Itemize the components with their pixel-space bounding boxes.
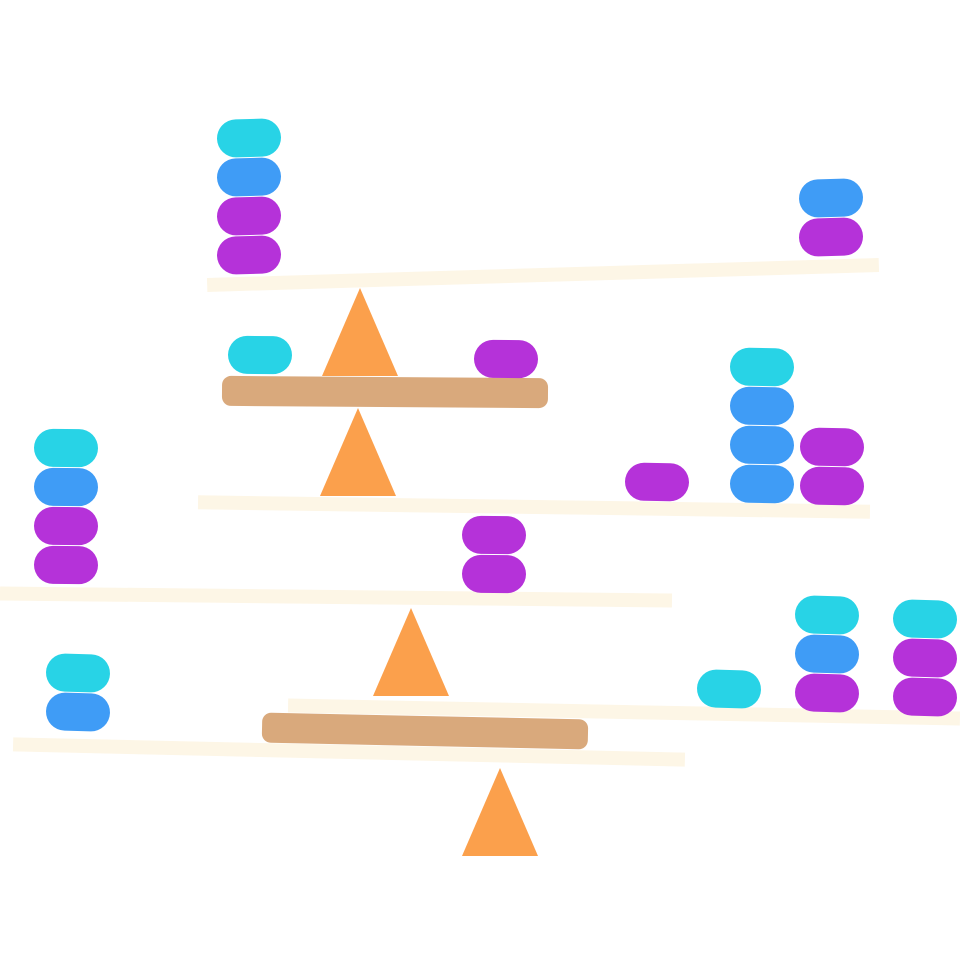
block-cyan[interactable]	[892, 599, 958, 639]
block-cyan[interactable]	[794, 595, 860, 635]
fulcrum-3-triangle	[373, 608, 449, 696]
block-purple[interactable]	[892, 677, 958, 717]
block-blue[interactable]	[794, 634, 860, 674]
block-purple[interactable]	[794, 673, 860, 713]
block-cyan[interactable]	[696, 669, 762, 709]
fulcrum-4-triangle	[462, 768, 538, 856]
stack-bottom-left[interactable]	[45, 0, 111, 733]
stack-right-middle[interactable]	[794, 0, 860, 714]
block-blue[interactable]	[45, 692, 111, 732]
stack-right-edge[interactable]	[892, 0, 958, 718]
block-purple[interactable]	[624, 462, 690, 502]
stack-tan-left[interactable]	[227, 0, 293, 376]
stack-left-center[interactable]	[461, 0, 527, 595]
stack-right-single[interactable]	[696, 0, 762, 710]
fulcrum-2-triangle	[320, 408, 396, 496]
block-cyan[interactable]	[45, 653, 111, 693]
block-purple[interactable]	[461, 515, 527, 555]
fulcrum-1-triangle	[322, 288, 398, 376]
block-purple[interactable]	[461, 554, 527, 594]
block-purple[interactable]	[892, 638, 958, 678]
stack-mid-right-single[interactable]	[624, 0, 690, 503]
block-cyan[interactable]	[227, 335, 293, 375]
